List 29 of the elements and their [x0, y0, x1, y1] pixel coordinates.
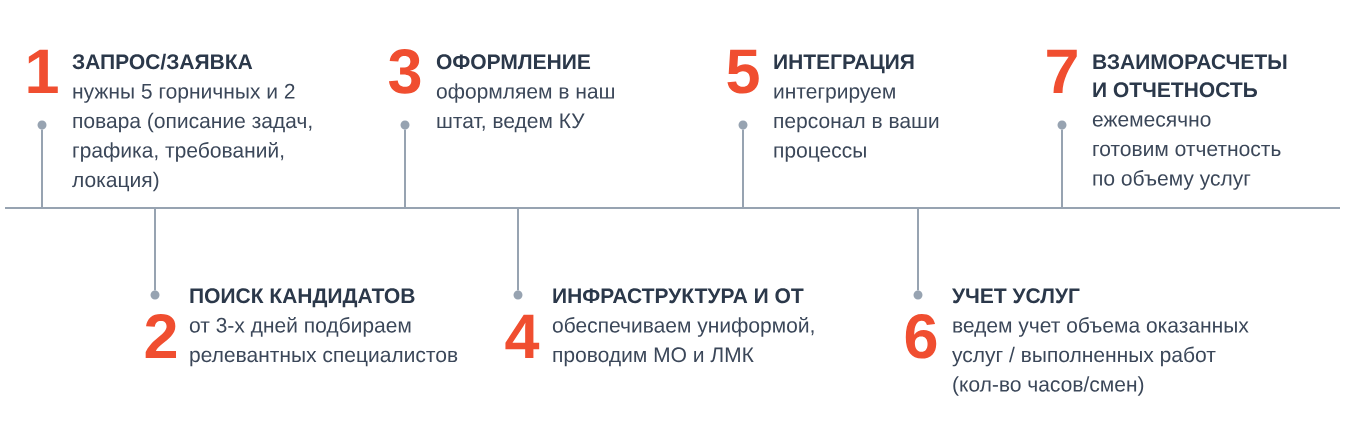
step-description: ежемесячно готовим отчетность по объему услуг: [1092, 115, 1281, 190]
step-number: 5: [727, 49, 759, 94]
step-number: 1: [28, 49, 58, 93]
step-heading: ЗАПРОС/ЗАЯВКА: [72, 53, 253, 70]
step-number: 2: [145, 314, 176, 358]
timeline-stem: [517, 208, 519, 292]
timeline-stem: [41, 128, 43, 208]
step-heading: ОФОРМЛЕНИЕ: [436, 54, 591, 70]
step-number: 4: [505, 314, 540, 358]
timeline-stem: [1061, 128, 1063, 208]
step-description: ведем учет объема оказанных услуг / выполненных работ (кол-во часов/смен): [952, 317, 1249, 396]
timeline-stem: [404, 128, 406, 208]
step-heading: ПОИСК КАНДИДАТОВ: [190, 288, 415, 308]
step-description: интегрируем персонал в ваши процессы: [774, 87, 939, 162]
step-description: оформляем в наш штат, ведем КУ: [436, 83, 614, 133]
step-heading: ВЗАИМОРАСЧЕТЫ И ОТЧЕТНОСТЬ: [1093, 54, 1287, 98]
step-description: нужны 5 горничных и 2 повара (описание задач, графика, требований, локация): [72, 83, 312, 192]
step-number: 7: [1047, 49, 1077, 93]
timeline-stem: [917, 208, 919, 292]
timeline-stem: [742, 128, 744, 208]
timeline-line: [5, 207, 1340, 209]
step-number: 3: [388, 49, 421, 94]
step-heading: УЧЕТ УСЛУГ: [952, 288, 1080, 304]
step-heading: ИНТЕГРАЦИЯ: [774, 54, 914, 74]
step-heading: ИНФРАСТРУКТУРА И ОТ: [553, 288, 804, 304]
step-description: от 3-х дней подбираем релевантных специалистов: [189, 316, 458, 367]
step-description: обеспечиваем униформой, проводим МО и ЛМК: [552, 316, 814, 367]
step-number: 6: [905, 314, 937, 359]
timeline-stem: [154, 208, 156, 292]
